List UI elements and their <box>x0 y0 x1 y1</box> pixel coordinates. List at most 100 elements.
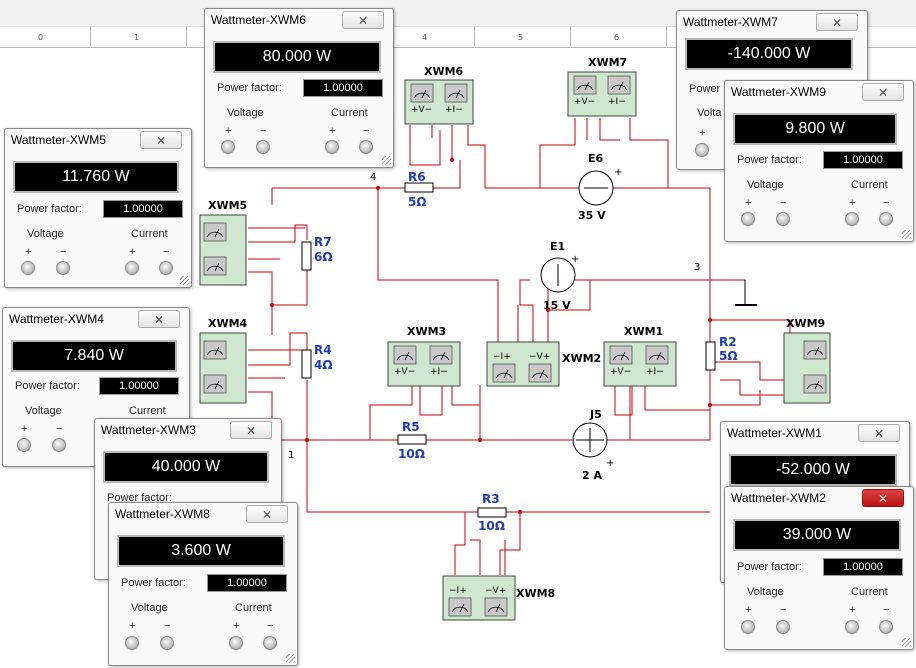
terminal-current-minus[interactable] <box>879 212 893 226</box>
terminal-voltage-plus[interactable] <box>125 636 139 650</box>
node-label-4: 4 <box>370 172 376 183</box>
wire <box>419 385 443 416</box>
current-source-j5[interactable]: + <box>572 422 614 469</box>
close-button[interactable]: ⨯ <box>858 424 900 442</box>
ruler-divider <box>570 27 571 47</box>
wattmeter-window-xwm6[interactable]: Wattmeter-XWM6 ⨯ 80.000 W Power factor: … <box>204 8 394 168</box>
terminal-current-plus[interactable] <box>325 140 339 154</box>
terminal-voltage-minus[interactable] <box>776 620 790 634</box>
resistor-r3[interactable] <box>477 507 507 518</box>
current-label: Current <box>851 179 888 191</box>
terminal-sign: − <box>883 604 890 616</box>
wattmeter-window-xwm2[interactable]: Wattmeter-XWM2 ⨯ 39.000 W Power factor: … <box>724 486 914 650</box>
terminal-voltage-plus[interactable] <box>741 212 755 226</box>
current-label: Current <box>331 107 368 119</box>
label-j5-name: J5 <box>589 408 602 421</box>
window-title: Wattmeter-XWM2 <box>731 491 826 505</box>
resize-grip[interactable] <box>286 654 295 663</box>
label-xwm6: XWM6 <box>424 65 464 78</box>
power-factor-label: Power factor: <box>737 154 802 166</box>
terminal-current-plus[interactable] <box>125 261 139 275</box>
label-e1-value: 15 V <box>543 299 571 312</box>
terminal-current-plus[interactable] <box>229 636 243 650</box>
voltage-source-e1[interactable]: + <box>540 254 579 293</box>
wire <box>272 187 499 345</box>
terminal-voltage-plus[interactable] <box>741 620 755 634</box>
window-title: Wattmeter-XWM1 <box>727 426 822 440</box>
wattmeter-symbol-xwm3[interactable]: +V− +I− <box>387 341 461 387</box>
close-button[interactable]: ⨯ <box>230 421 272 439</box>
resize-grip[interactable] <box>180 276 189 285</box>
terminal-voltage-plus[interactable] <box>21 261 35 275</box>
wattmeter-symbol-xwm2[interactable]: −I+ −V+ <box>486 341 560 387</box>
close-button[interactable]: ⨯ <box>862 489 904 507</box>
wattmeter-symbol-xwm1[interactable]: +V− +I− <box>603 341 677 387</box>
terminal-current-minus[interactable] <box>159 261 173 275</box>
ruler-tick: 5 <box>518 33 524 42</box>
close-button[interactable]: ⨯ <box>342 11 384 29</box>
resize-grip[interactable] <box>902 638 911 647</box>
terminal-voltage-plus[interactable] <box>221 140 235 154</box>
wattmeter-window-xwm5[interactable]: Wattmeter-XWM5 ⨯ 11.760 W Power factor: … <box>4 128 192 288</box>
wattmeter-symbol-xwm5[interactable] <box>199 214 247 286</box>
resistor-r4[interactable] <box>301 349 312 379</box>
wire <box>710 390 761 406</box>
close-button[interactable]: ⨯ <box>140 131 182 149</box>
label-xwm9: XWM9 <box>786 317 825 330</box>
ruler-tick: 6 <box>614 33 620 42</box>
terminal-voltage-minus[interactable] <box>776 212 790 226</box>
resistor-r6[interactable] <box>404 182 434 193</box>
power-factor-value: 1.00000 <box>103 200 183 218</box>
resize-grip[interactable] <box>382 156 391 165</box>
power-display: 11.760 W <box>13 161 179 193</box>
wattmeter-symbol-xwm7[interactable]: +V− +I− <box>567 71 637 117</box>
power-display: -52.000 W <box>729 454 897 486</box>
terminal-current-minus[interactable] <box>263 636 277 650</box>
wattmeter-window-xwm9[interactable]: Wattmeter-XWM9 ⨯ 9.800 W Power factor: 1… <box>724 80 914 242</box>
terminal-sign: − <box>163 246 170 258</box>
voltage-source-e6[interactable]: + <box>578 167 622 206</box>
terminal-voltage-minus[interactable] <box>56 261 70 275</box>
resize-grip[interactable] <box>902 230 911 239</box>
resistor-r7[interactable] <box>301 241 312 271</box>
terminal-voltage-minus[interactable] <box>256 140 270 154</box>
wattmeter-window-xwm8[interactable]: Wattmeter-XWM8 ⨯ 3.600 W Power factor: 1… <box>108 502 298 666</box>
power-display: 39.000 W <box>733 519 901 551</box>
close-button[interactable]: ⨯ <box>246 505 288 523</box>
terminal-voltage-minus[interactable] <box>160 636 174 650</box>
resistor-r2[interactable] <box>705 341 716 371</box>
meter-pin-label: −I+ <box>449 586 467 596</box>
wire <box>548 280 591 311</box>
terminal-current-plus[interactable] <box>845 620 859 634</box>
window-title: Wattmeter-XWM9 <box>731 85 826 99</box>
wattmeter-symbol-xwm9[interactable] <box>783 332 831 404</box>
label-e1-name: E1 <box>550 240 565 253</box>
junction-dot <box>546 308 550 312</box>
meter-pin-label: +V− <box>610 367 631 377</box>
terminal-voltage-minus[interactable] <box>52 438 66 452</box>
wire <box>710 361 790 381</box>
terminal-current-minus[interactable] <box>359 140 373 154</box>
node-label-1: 1 <box>288 450 294 461</box>
terminal-current-minus[interactable] <box>879 620 893 634</box>
terminal-sign: + <box>745 604 752 616</box>
ruler-tick: 1 <box>134 33 140 42</box>
close-button[interactable]: ⨯ <box>138 310 180 328</box>
terminal-current-plus[interactable] <box>845 212 859 226</box>
power-factor-label: Power <box>689 83 721 95</box>
terminal-voltage-plus[interactable] <box>695 143 709 157</box>
terminal-voltage-plus[interactable] <box>17 438 31 452</box>
power-display: -140.000 W <box>685 38 853 70</box>
voltage-label: Voltage <box>747 179 784 191</box>
wattmeter-symbol-xwm4[interactable] <box>199 332 247 404</box>
power-display: 80.000 W <box>213 41 381 73</box>
label-r7-value: 6Ω <box>314 250 333 264</box>
close-button[interactable]: ⨯ <box>816 13 858 31</box>
wattmeter-symbol-xwm6[interactable]: +V− +I− <box>404 79 474 125</box>
wattmeter-symbol-xwm8[interactable]: −I+ −V+ <box>442 575 516 621</box>
resistor-r5[interactable] <box>397 434 427 445</box>
current-label: Current <box>131 228 168 240</box>
label-j5-value: 2 A <box>582 469 602 482</box>
close-button[interactable]: ⨯ <box>862 83 904 101</box>
